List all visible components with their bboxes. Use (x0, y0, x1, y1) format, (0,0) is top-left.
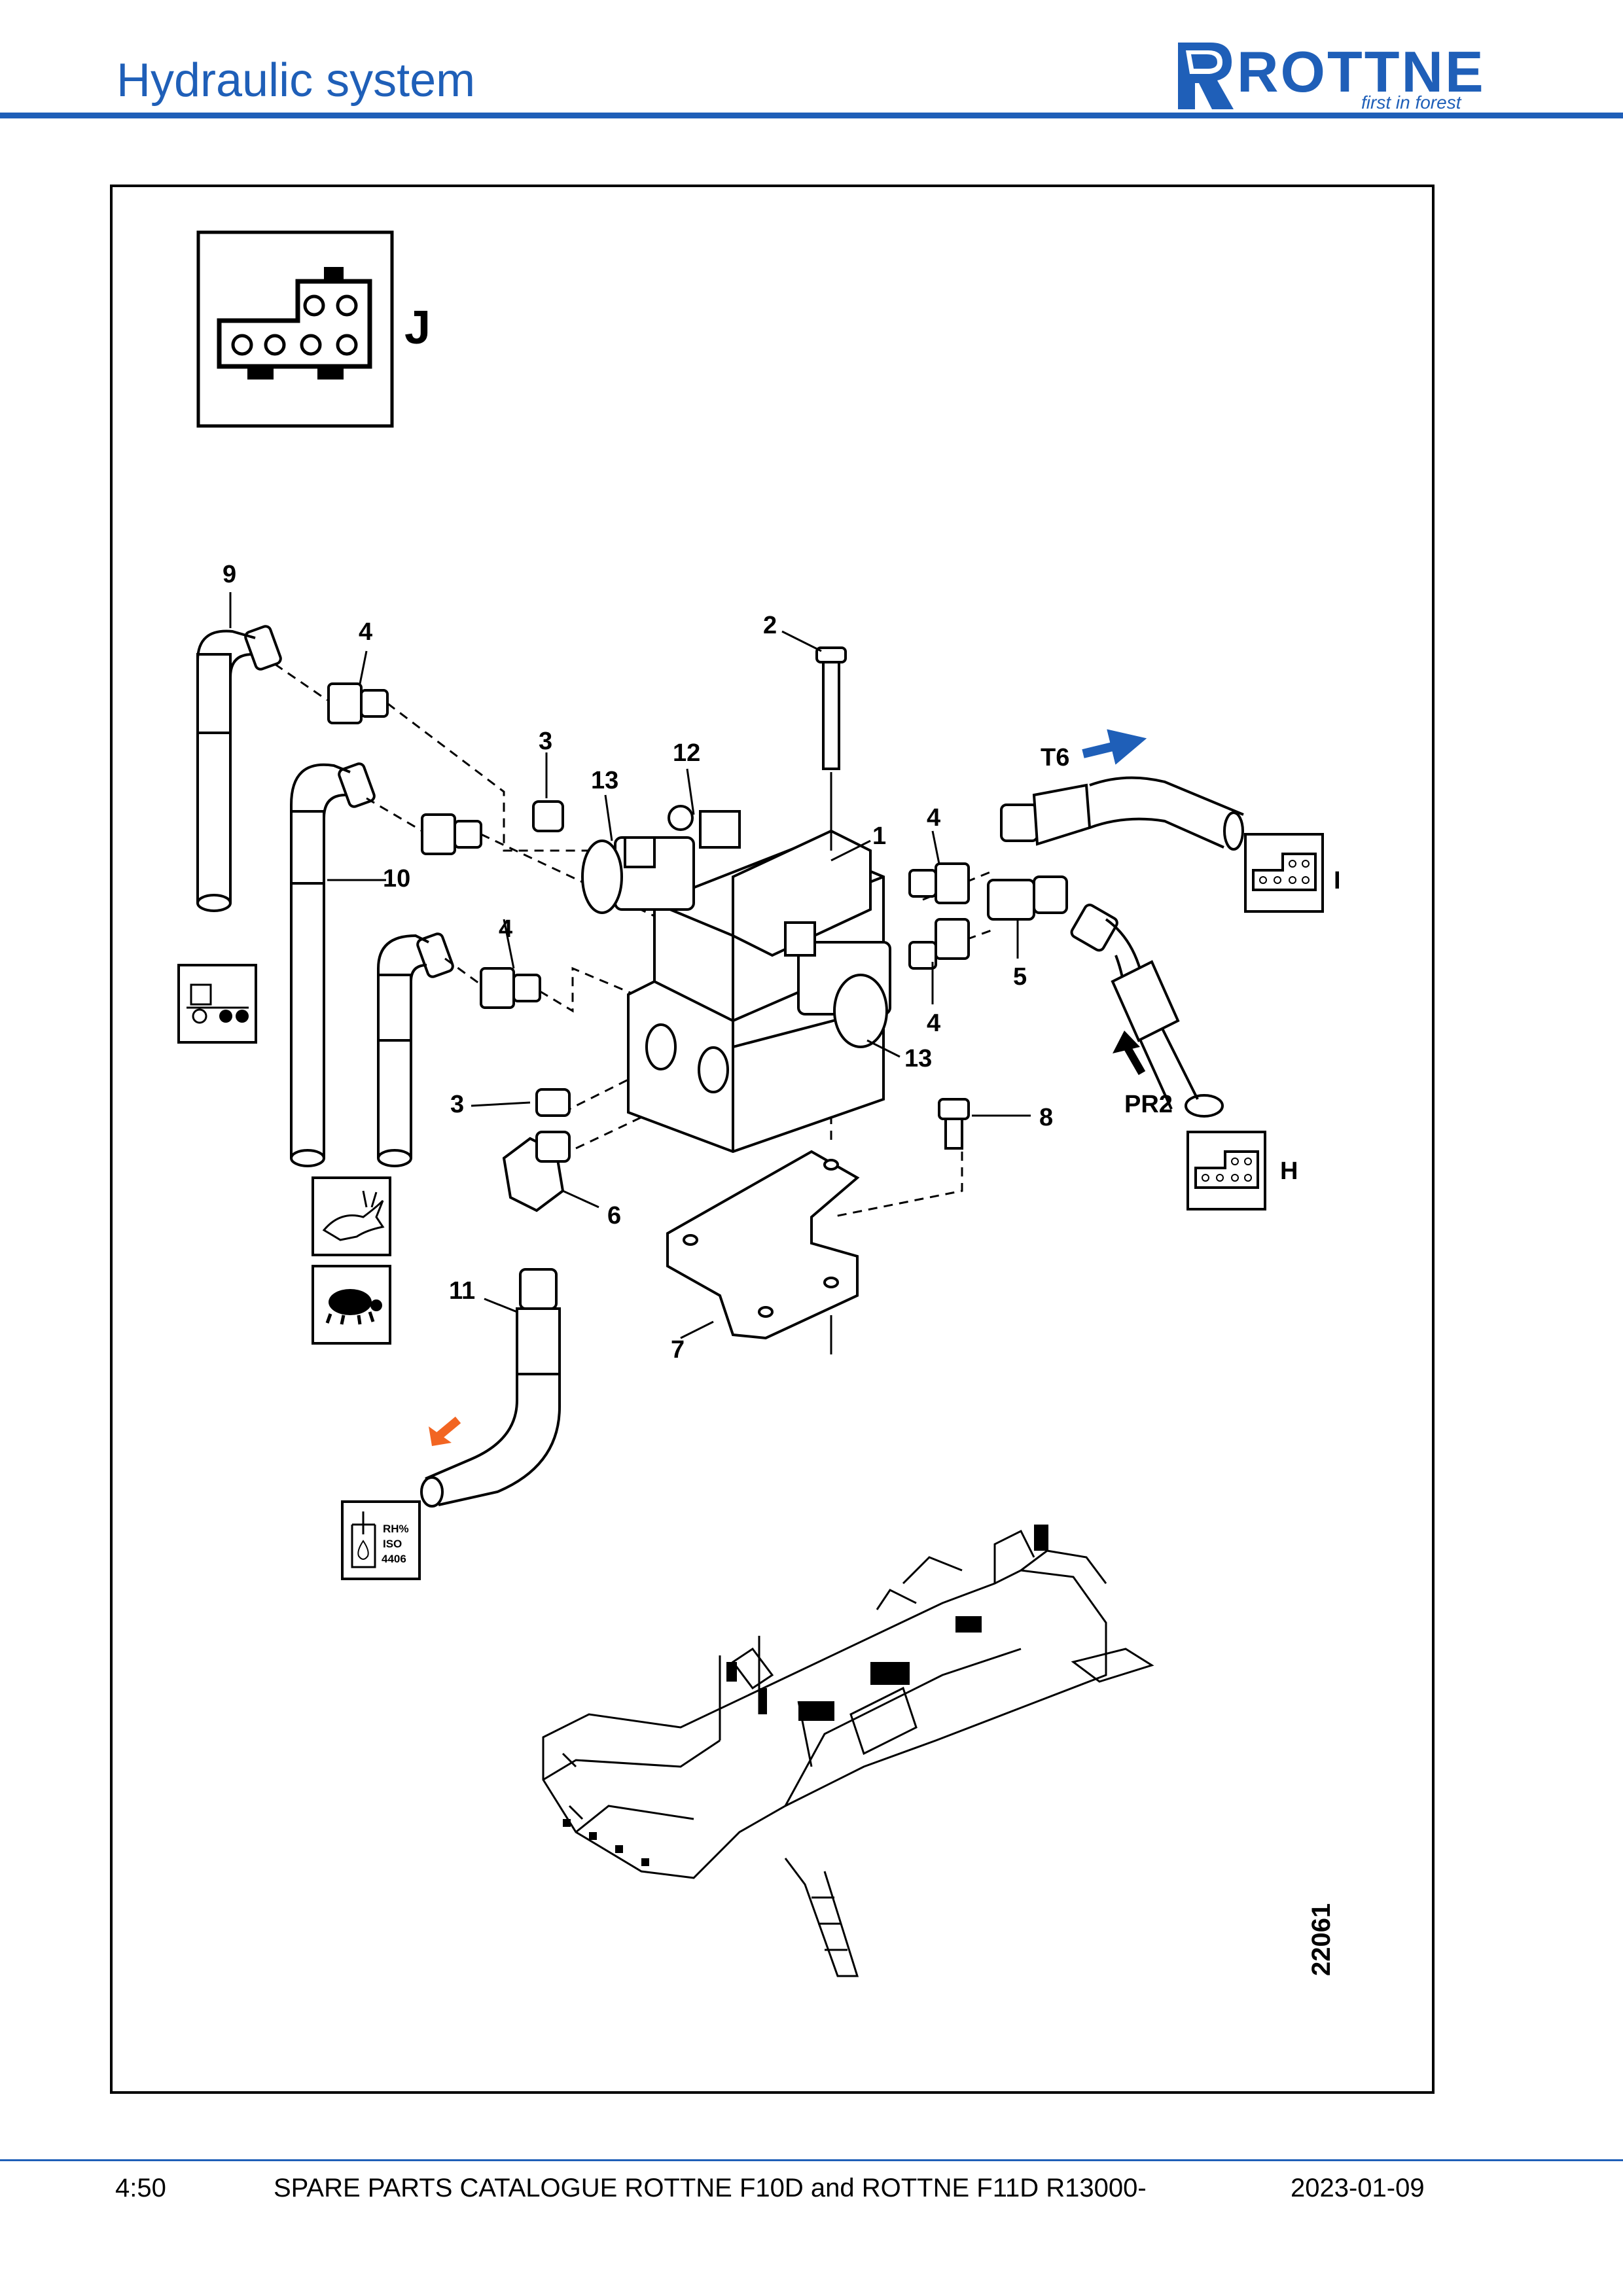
screw-2 (815, 646, 847, 851)
item-6: 6 (607, 1202, 621, 1229)
hose-t6 (1000, 776, 1244, 851)
adapter-4-left (327, 682, 541, 1009)
iso-badge-line2: ISO (383, 1538, 402, 1550)
return-flow-arrow-icon (429, 1417, 461, 1446)
item-10: 10 (383, 865, 410, 892)
machine-frame-overview (542, 1529, 1154, 1977)
item-13-upper: 13 (591, 767, 618, 794)
item-2: 2 (763, 612, 777, 639)
footer-catalogue-title: SPARE PARTS CATALOGUE ROTTNE F10D and RO… (274, 2174, 1147, 2202)
rabbit-speed-icon (312, 1176, 391, 1256)
oil-cleanliness-badge: RH% ISO 4406 (341, 1500, 421, 1580)
item-8: 8 (1039, 1104, 1053, 1131)
assembly-lines (274, 663, 995, 1218)
page-title: Hydraulic system (116, 54, 476, 107)
header-rule (0, 113, 1623, 118)
t6-flow-arrow-icon (1082, 729, 1147, 765)
item-4-a: 4 (359, 618, 372, 646)
item-4-b: 4 (499, 915, 512, 943)
logo-tagline: first in forest (1361, 92, 1461, 113)
connector-j-label: J (404, 302, 431, 354)
item-5: 5 (1013, 963, 1027, 991)
item-4-d: 4 (927, 1010, 940, 1037)
bracket-7 (666, 1150, 860, 1354)
valve-block-1 (581, 805, 891, 1154)
item-1: 1 (872, 822, 886, 850)
item-9: 9 (223, 561, 236, 588)
diagram-frame (110, 185, 1435, 2094)
rottne-logo-mark-icon (1178, 43, 1234, 109)
plug-3 (532, 800, 571, 1117)
pr2-flow-arrow-icon (1113, 1031, 1146, 1075)
port-label-t6: T6 (1041, 744, 1069, 771)
turtle-speed-icon (312, 1265, 391, 1345)
hose-11 (420, 1268, 561, 1508)
elbow-6 (502, 1131, 571, 1212)
connector-i-symbol (1244, 833, 1324, 913)
item-3-upper: 3 (539, 728, 552, 755)
port-label-pr2: PR2 (1124, 1091, 1173, 1118)
iso-badge-line3: 4406 (382, 1553, 406, 1565)
item-3-lower: 3 (450, 1091, 464, 1118)
screw-8 (938, 1098, 970, 1150)
logo-wordmark: ROTTNE (1237, 39, 1486, 104)
footer-rule (0, 2159, 1623, 2161)
machine-frame-details (563, 1525, 1048, 1866)
connector-j-symbol (196, 230, 394, 428)
connector-h-label: H (1280, 1157, 1298, 1185)
figure-number: 22061 (1307, 1903, 1336, 1976)
connector-h-symbol (1186, 1131, 1266, 1210)
adapter-4-right (908, 862, 970, 970)
footer-date: 2023-01-09 (1291, 2174, 1425, 2202)
item-number-labels: 1 2 3 3 4 4 4 4 5 6 7 8 9 10 11 12 13 13 (223, 561, 1053, 1364)
item-4-c: 4 (927, 804, 940, 832)
leader-lines (229, 592, 1031, 1339)
hose-10 (290, 762, 454, 1167)
rottne-logo: ROTTNE first in forest (1171, 36, 1512, 115)
connector-i-label: I (1334, 867, 1341, 894)
item-11: 11 (449, 1277, 475, 1305)
hose-9 (196, 625, 282, 912)
item-13-lower: 13 (904, 1045, 932, 1072)
forwarder-machine-icon (177, 964, 257, 1044)
hose-pr2 (1070, 904, 1224, 1118)
iso-badge-line1: RH% (383, 1523, 409, 1535)
item-7: 7 (671, 1336, 685, 1364)
elbow-5 (987, 875, 1068, 921)
item-12: 12 (673, 739, 700, 767)
footer-page-number: 4:50 (115, 2174, 166, 2202)
